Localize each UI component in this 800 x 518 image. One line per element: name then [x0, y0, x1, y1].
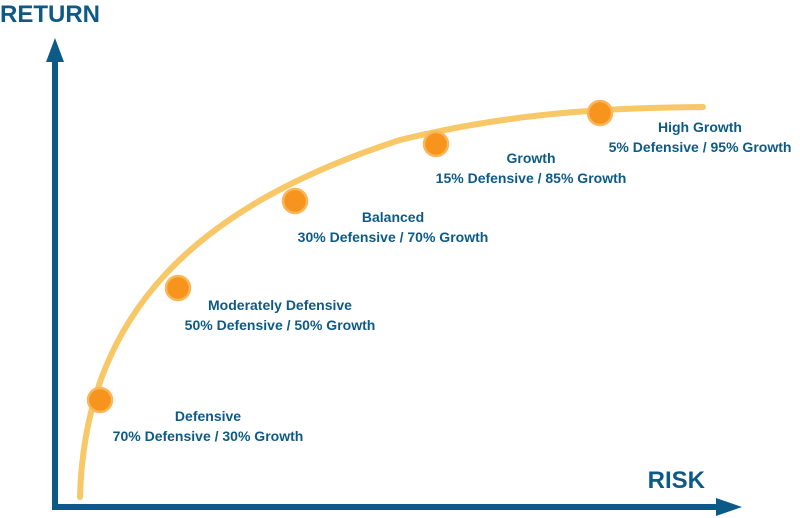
x-axis-title: RISK	[648, 467, 706, 494]
data-points	[86, 99, 614, 414]
data-point-allocation: 5% Defensive / 95% Growth	[609, 139, 792, 155]
axes	[46, 38, 742, 516]
data-point-allocation: 50% Defensive / 50% Growth	[185, 317, 376, 333]
data-labels: Defensive 70% Defensive / 30% Growth Moder…	[113, 119, 792, 444]
data-point-label: Balanced	[362, 209, 424, 225]
data-point-label: Defensive	[175, 408, 241, 424]
data-point-marker	[422, 130, 450, 158]
data-point-marker	[586, 99, 614, 127]
data-point-allocation: 70% Defensive / 30% Growth	[113, 428, 304, 444]
data-point-allocation: 30% Defensive / 70% Growth	[298, 229, 489, 245]
efficient-frontier-curve	[77, 104, 706, 500]
data-point-label: High Growth	[658, 119, 742, 135]
data-point-marker	[281, 187, 309, 215]
data-point-allocation: 15% Defensive / 85% Growth	[436, 170, 627, 186]
y-axis-title: RETURN	[0, 1, 100, 28]
data-point-label: Growth	[507, 150, 556, 166]
data-point-label: Moderately Defensive	[208, 297, 352, 313]
x-axis-arrow-icon	[716, 498, 742, 516]
data-point-marker	[164, 274, 192, 302]
y-axis-arrow-icon	[46, 38, 64, 62]
data-point-marker	[86, 386, 114, 414]
